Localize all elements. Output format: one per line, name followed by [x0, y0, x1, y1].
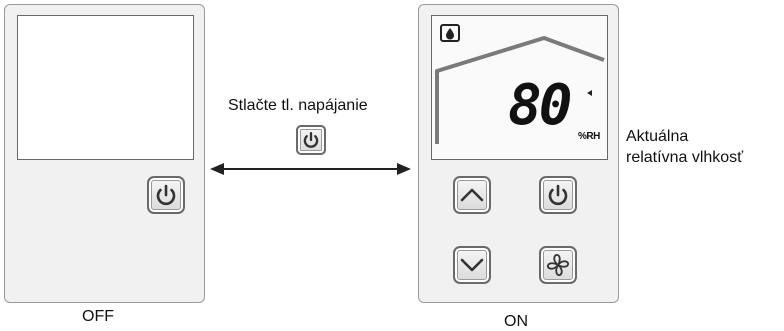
remote-panel-on: 80 %RH — [418, 4, 619, 303]
display-screen-off — [17, 15, 194, 160]
display-screen-on: 80 %RH — [431, 15, 608, 160]
humidity-value: 80 — [508, 73, 572, 138]
annotation-line-2: relatívna vlhkosť — [626, 149, 744, 166]
power-icon — [303, 131, 319, 148]
display-graphics — [435, 24, 605, 144]
annotation-line-1: Aktuálna — [626, 128, 689, 145]
on-caption: ON — [504, 313, 528, 330]
humidity-mode-icon — [440, 24, 460, 42]
up-button[interactable] — [453, 176, 491, 214]
remote-panel-off — [4, 4, 205, 303]
power-icon — [156, 184, 176, 206]
fan-button[interactable] — [539, 246, 577, 284]
chevron-up-icon — [460, 188, 484, 202]
power-button-hint — [296, 125, 326, 155]
power-button-on[interactable] — [539, 176, 577, 214]
chevron-down-icon — [460, 258, 484, 272]
fan-icon — [547, 254, 569, 276]
off-caption: OFF — [82, 308, 114, 325]
power-icon — [548, 184, 568, 206]
humidity-annotation: Aktuálna relatívna vlhkosť — [626, 126, 743, 168]
instruction-text: Stlačte tl. napájanie — [228, 97, 368, 114]
humidity-unit: %RH — [578, 131, 600, 142]
power-button-off[interactable] — [147, 176, 185, 214]
indicator-arrow-icon — [587, 90, 592, 96]
down-button[interactable] — [453, 246, 491, 284]
room-outline — [435, 36, 605, 144]
